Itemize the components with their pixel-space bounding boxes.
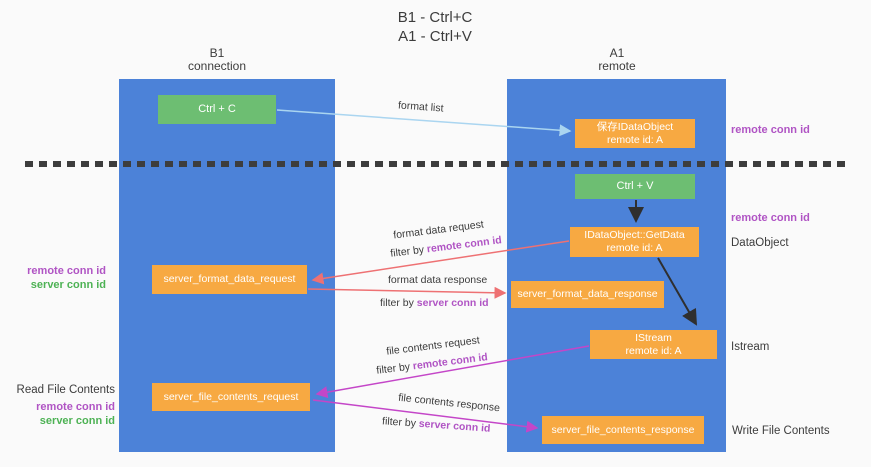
- edge-label-format-data-response: format data response: [388, 274, 488, 286]
- server-conn-id-text: server conn id: [418, 417, 491, 435]
- node-ctrl-v: Ctrl + V: [575, 174, 695, 199]
- server-conn-id-text: server conn id: [416, 297, 489, 309]
- annotation-remote-conn-id-mid: remote conn id: [731, 212, 810, 224]
- node-server-file-contents-response: server_file_contents_response: [542, 416, 704, 444]
- lane-b1-name: B1: [209, 46, 225, 60]
- annotation-server-conn-id-left2: server conn id: [39, 415, 115, 427]
- node-file-request-label: server_file_contents_request: [163, 390, 299, 403]
- filter-by-text: filter by: [389, 243, 428, 260]
- filter-by-text: filter by: [375, 360, 414, 377]
- title-line-2: A1 - Ctrl+V: [398, 28, 472, 45]
- node-istream-remote-id: remote id: A: [625, 344, 682, 357]
- diagram-title: B1 - Ctrl+C A1 - Ctrl+V: [335, 8, 535, 46]
- node-save-idataobject-title: 保存IDataObject: [596, 120, 674, 133]
- filter-by-text: filter by: [381, 415, 420, 430]
- node-ctrl-c: Ctrl + C: [158, 95, 276, 124]
- node-getdata-title: IDataObject::GetData: [584, 229, 685, 241]
- edge-label-file-contents-response: file contents response: [397, 391, 501, 415]
- clipboard-phase-separator: [25, 161, 847, 167]
- filter-by-text: filter by: [380, 297, 417, 309]
- node-getdata-remote-id: remote id: A: [606, 242, 663, 254]
- annotation-file-conn-ids: Read File Contents remote conn id server…: [8, 383, 115, 428]
- title-line-1: B1 - Ctrl+C: [397, 9, 473, 26]
- node-istream: IStream remote id: A: [590, 330, 717, 359]
- remote-conn-id-text: remote conn id: [426, 234, 503, 256]
- annotation-format-conn-ids: remote conn id server conn id: [8, 264, 106, 292]
- annotation-server-conn-id-left: server conn id: [30, 279, 106, 291]
- node-idataobject-getdata: IDataObject::GetData remote id: A: [570, 227, 699, 257]
- node-save-idataobject-remote-id: remote id: A: [606, 133, 664, 146]
- node-server-format-data-request: server_format_data_request: [152, 265, 307, 294]
- annotation-remote-conn-id-top: remote conn id: [731, 124, 810, 136]
- annotation-remote-conn-id-left: remote conn id: [27, 265, 106, 277]
- edge-label-filter-server-2: filter by server conn id: [382, 415, 491, 435]
- annotation-istream: Istream: [731, 341, 770, 353]
- edge-label-format-list: format list: [397, 99, 444, 115]
- node-format-request-label: server_format_data_request: [163, 273, 296, 285]
- lane-a1-subtitle: remote: [598, 59, 636, 73]
- node-istream-title: IStream: [635, 331, 672, 344]
- annotation-write-file-contents: Write File Contents: [732, 425, 830, 437]
- remote-conn-id-text: remote conn id: [412, 351, 489, 373]
- lane-a1-name: A1: [609, 46, 625, 60]
- node-save-idataobject: 保存IDataObject remote id: A: [575, 119, 695, 148]
- node-server-file-contents-request: server_file_contents_request: [152, 383, 310, 411]
- annotation-remote-conn-id-left2: remote conn id: [36, 401, 115, 413]
- node-ctrl-v-label: Ctrl + V: [616, 180, 654, 192]
- arrow-format-data-response: [307, 286, 507, 299]
- lane-header-a1: A1 remote: [557, 47, 677, 73]
- node-file-response-label: server_file_contents_response: [551, 423, 695, 436]
- annotation-dataobject: DataObject: [731, 237, 789, 249]
- node-server-format-data-response: server_format_data_response: [511, 281, 664, 308]
- edge-label-filter-server-1: filter by server conn id: [380, 297, 489, 309]
- lane-header-b1: B1 connection: [157, 47, 277, 73]
- annotation-read-file-contents: Read File Contents: [16, 384, 115, 396]
- lane-b1-subtitle: connection: [187, 59, 247, 73]
- node-format-response-label: server_format_data_response: [517, 288, 658, 300]
- node-ctrl-c-label: Ctrl + C: [198, 103, 236, 115]
